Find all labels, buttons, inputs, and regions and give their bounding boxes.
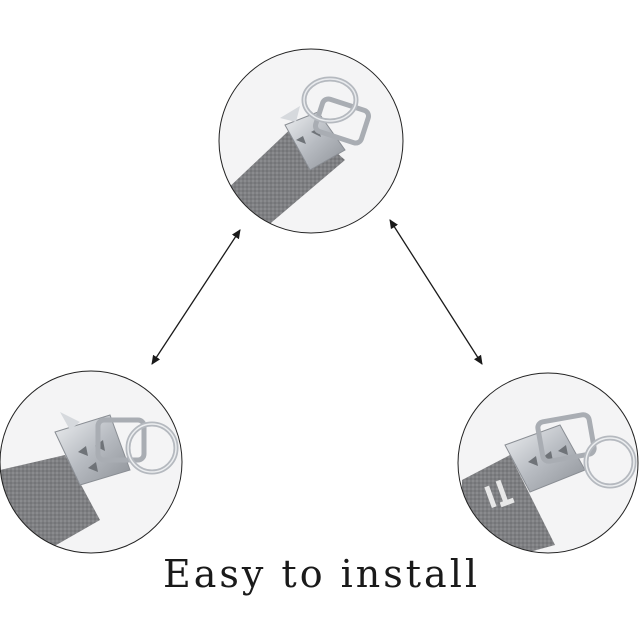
arrow-top-left bbox=[151, 229, 241, 365]
top-circle bbox=[218, 48, 404, 234]
right-circle bbox=[457, 372, 639, 554]
caption-text: Easy to install bbox=[162, 552, 481, 596]
left-circle bbox=[0, 370, 183, 554]
arrow-top-right bbox=[389, 219, 483, 365]
